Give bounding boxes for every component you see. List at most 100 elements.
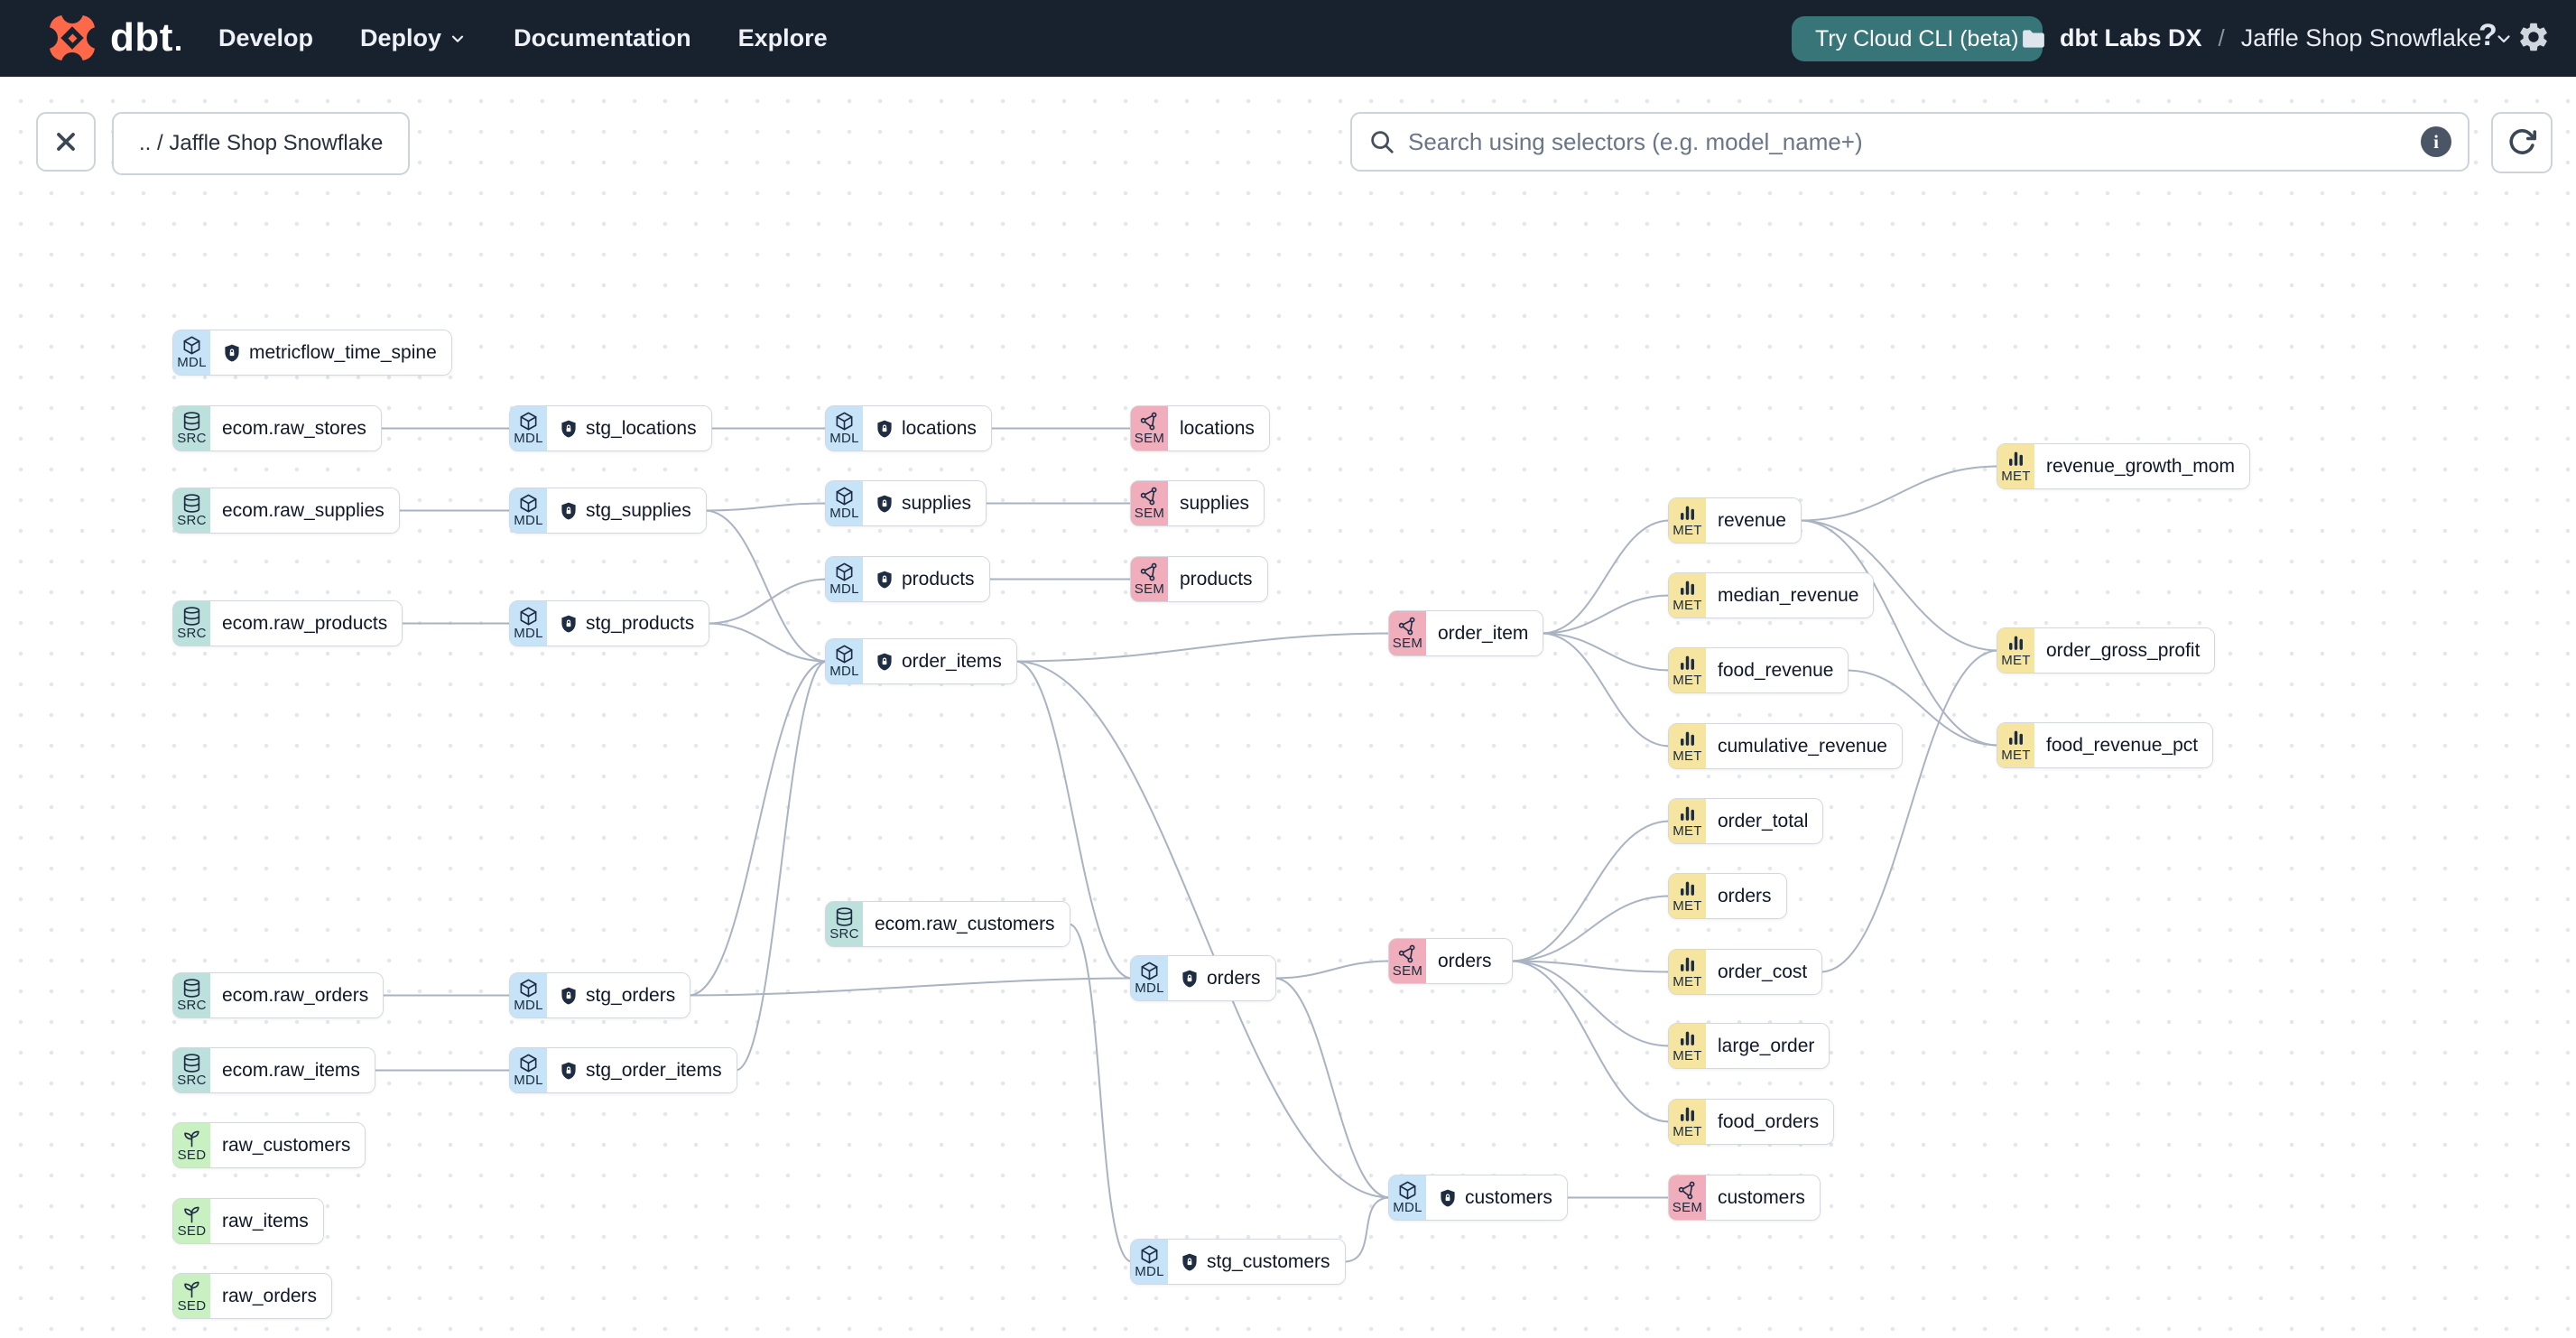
node-label: ecom.raw_customers [863,902,1070,946]
model-cube-icon: MDL [1389,1175,1426,1220]
info-icon[interactable]: i [2421,126,2451,157]
source-database-icon: SRC [826,902,863,946]
try-cloud-cli-button[interactable]: Try Cloud CLI (beta) [1792,16,2043,61]
node-label: locations [1168,406,1269,451]
breadcrumb-separator: / [2218,24,2225,51]
refresh-button[interactable] [2491,112,2553,173]
node-label: revenue_growth_mom [2034,444,2249,488]
node-label: ecom.raw_supplies [210,488,399,533]
node-label: median_revenue [1706,573,1874,618]
node-label: customers [1706,1175,1820,1220]
node-label: supplies [863,481,987,525]
search-input[interactable] [1406,126,2410,157]
node-label: ecom.raw_stores [210,406,381,451]
shield-lock-icon [877,571,892,589]
chevron-down-icon [2497,34,2511,42]
close-lineage-button[interactable] [36,112,96,172]
shield-lock-icon [1182,970,1197,988]
metric-bars-icon: MET [1997,723,2034,767]
primary-nav: Develop Deploy Documentation Explore [218,0,828,77]
dbt-logo-icon[interactable] [36,2,108,74]
node-label: stg_order_items [547,1048,737,1092]
node-label: products [863,557,989,601]
shield-lock-icon [561,420,576,438]
node-label: stg_customers [1168,1240,1345,1284]
nav-item-explore[interactable]: Explore [737,24,828,51]
seed-sprout-icon: SED [173,1199,210,1243]
metric-bars-icon: MET [1997,444,2034,488]
model-cube-icon: MDL [826,481,863,525]
nav-item-documentation[interactable]: Documentation [514,24,691,51]
model-cube-icon: MDL [510,488,547,533]
shield-lock-icon [1182,1253,1197,1271]
node-label: food_revenue_pct [2034,723,2213,767]
source-database-icon: SRC [173,488,210,533]
node-label: order_items [863,639,1016,683]
nav-item-deploy[interactable]: Deploy [360,24,467,52]
folder-icon [2023,29,2044,48]
node-label: raw_orders [210,1274,332,1318]
shield-lock-icon [561,502,576,520]
nav-item-develop[interactable]: Develop [218,24,314,51]
lineage-breadcrumb[interactable]: .. / Jaffle Shop Snowflake [112,112,411,175]
node-label: food_revenue [1706,648,1849,692]
help-icon[interactable]: ? [2479,18,2497,52]
gear-icon[interactable] [2516,20,2551,59]
semantic-model-icon: SEM [1389,611,1426,655]
node-label: cumulative_revenue [1706,724,1902,768]
metric-bars-icon: MET [1669,573,1706,618]
shield-lock-icon [561,987,576,1005]
metric-bars-icon: MET [1669,1024,1706,1068]
metric-bars-icon: MET [1669,950,1706,994]
model-cube-icon: MDL [826,406,863,451]
node-label: ecom.raw_products [210,601,403,646]
seed-sprout-icon: SED [173,1274,210,1318]
model-cube-icon: MDL [1131,1240,1168,1284]
node-label: orders [1706,874,1786,918]
model-cube-icon: MDL [173,330,210,375]
project-switcher[interactable]: dbt Labs DX / Jaffle Shop Snowflake [2020,0,2514,77]
node-label: ecom.raw_items [210,1048,375,1092]
node-label: food_orders [1706,1100,1834,1144]
